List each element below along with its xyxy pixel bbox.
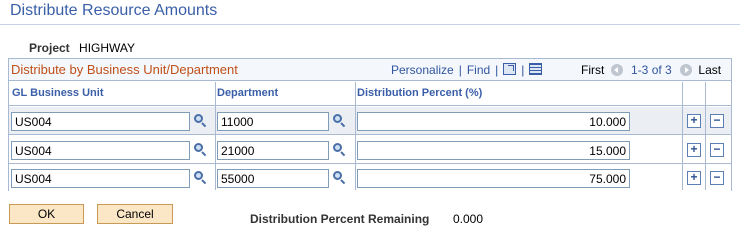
column-divider — [705, 82, 706, 190]
pager: First 1-3 of 3 Last — [581, 63, 721, 77]
grid-toolbar: Personalize | Find | | — [391, 63, 543, 77]
ok-button[interactable]: OK — [9, 204, 84, 224]
delete-row-button[interactable]: − — [710, 143, 724, 157]
find-link[interactable]: Find — [466, 63, 491, 77]
business-unit-lookup-icon[interactable] — [193, 143, 207, 157]
grid-title: Distribute by Business Unit/Department — [11, 62, 238, 77]
magnifier-lens — [194, 114, 203, 123]
department-field[interactable] — [217, 141, 329, 160]
department-lookup-icon[interactable] — [332, 171, 346, 185]
department-field[interactable] — [217, 169, 329, 188]
table-row: + − — [9, 164, 731, 192]
distribution-percent-field[interactable] — [357, 112, 630, 131]
magnifier-handle — [340, 179, 346, 185]
column-divider — [215, 82, 216, 190]
magnifier-lens — [194, 171, 203, 180]
percent-remaining: Distribution Percent Remaining 0.000 — [250, 212, 483, 226]
row-count: 1-3 of 3 — [631, 63, 672, 77]
column-divider — [355, 82, 356, 190]
previous-icon[interactable] — [610, 64, 623, 76]
project-label: Project — [29, 41, 70, 55]
download-icon[interactable] — [529, 63, 543, 75]
magnifier-handle — [340, 122, 346, 128]
column-divider — [682, 82, 683, 190]
percent-remaining-value: 0.000 — [453, 212, 484, 226]
column-header-distribution-percent[interactable]: Distribution Percent (%) — [357, 87, 483, 99]
department-lookup-icon[interactable] — [332, 143, 346, 157]
toolbar-separator: | — [521, 63, 525, 77]
add-row-button[interactable]: + — [687, 143, 701, 157]
magnifier-lens — [333, 171, 342, 180]
magnifier-handle — [340, 151, 346, 157]
project-row: Project HIGHWAY — [29, 41, 135, 55]
personalize-link[interactable]: Personalize — [391, 63, 454, 77]
view-all-icon[interactable] — [503, 63, 517, 75]
last-link[interactable]: Last — [698, 63, 722, 77]
column-header-department[interactable]: Department — [217, 87, 279, 99]
business-unit-lookup-icon[interactable] — [193, 171, 207, 185]
grid-header: Distribute by Business Unit/Department P… — [9, 59, 731, 81]
toolbar-separator: | — [495, 63, 499, 77]
add-row-button[interactable]: + — [687, 171, 701, 185]
page-title: Distribute Resource Amounts — [10, 2, 218, 19]
cancel-button[interactable]: Cancel — [97, 204, 173, 224]
business-unit-field[interactable] — [11, 169, 190, 188]
toolbar-separator: | — [458, 63, 462, 77]
table-row: + − — [9, 136, 731, 164]
magnifier-lens — [333, 114, 342, 123]
column-headers: GL Business Unit Department Distribution… — [9, 82, 731, 106]
delete-row-button[interactable]: − — [710, 171, 724, 185]
magnifier-handle — [201, 122, 207, 128]
title-divider — [0, 24, 740, 25]
add-row-button[interactable]: + — [687, 114, 701, 128]
business-unit-lookup-icon[interactable] — [193, 114, 207, 128]
department-field[interactable] — [217, 112, 329, 131]
distribution-grid: Distribute by Business Unit/Department P… — [8, 58, 732, 192]
distribution-percent-field[interactable] — [357, 169, 630, 188]
department-lookup-icon[interactable] — [332, 114, 346, 128]
percent-remaining-label: Distribution Percent Remaining — [250, 212, 430, 226]
magnifier-lens — [333, 143, 342, 152]
business-unit-field[interactable] — [11, 141, 190, 160]
project-value: HIGHWAY — [79, 41, 136, 55]
business-unit-field[interactable] — [11, 112, 190, 131]
magnifier-handle — [201, 151, 207, 157]
distribution-percent-field[interactable] — [357, 141, 630, 160]
magnifier-lens — [194, 143, 203, 152]
delete-row-button[interactable]: − — [710, 114, 724, 128]
column-header-business-unit[interactable]: GL Business Unit — [12, 87, 104, 99]
next-icon[interactable] — [680, 64, 693, 76]
magnifier-handle — [201, 179, 207, 185]
table-row: + − — [9, 107, 731, 135]
first-link[interactable]: First — [581, 63, 605, 77]
